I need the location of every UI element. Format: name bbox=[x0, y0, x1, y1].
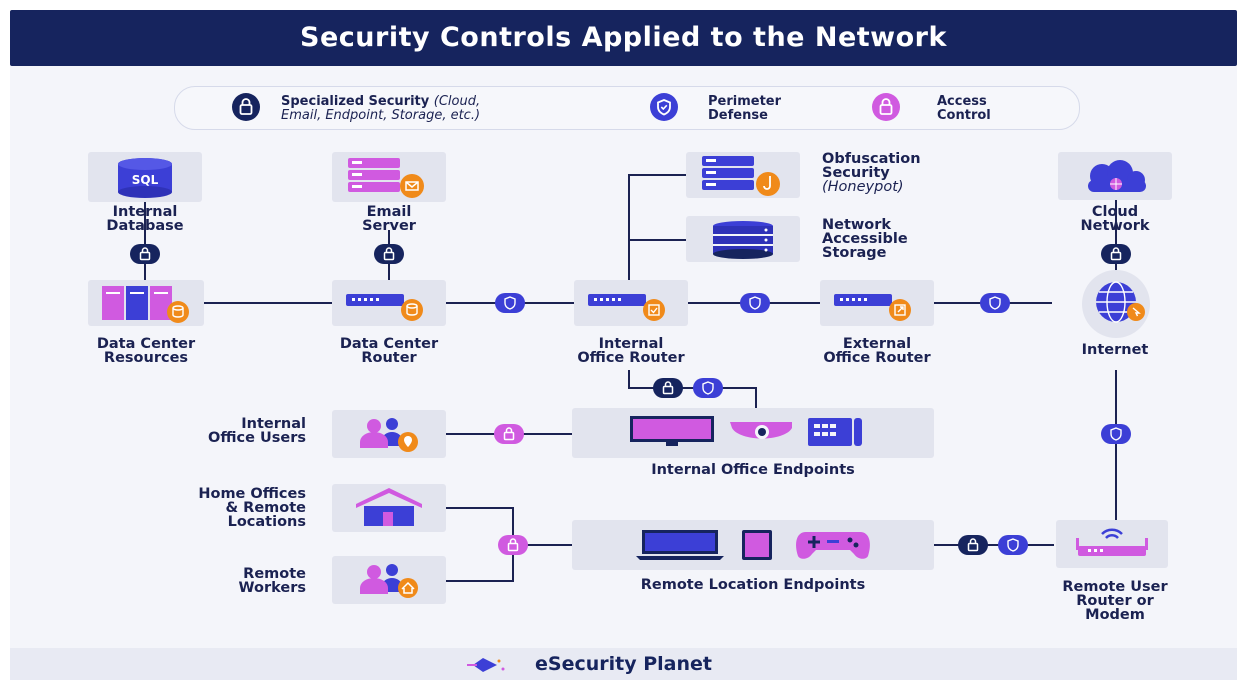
connector-router-down bbox=[628, 370, 630, 388]
page-title: Security Controls Applied to the Network bbox=[300, 22, 947, 53]
shield-badge-endpoints bbox=[693, 378, 723, 398]
shield-badge-internet-remote bbox=[1101, 424, 1131, 444]
legend bbox=[174, 86, 1080, 130]
shield-badge-internal-external bbox=[740, 293, 770, 313]
connector-home-bracket bbox=[446, 507, 514, 509]
lock-badge-remote-router bbox=[958, 535, 988, 555]
connector-router-trunk-up bbox=[628, 174, 630, 280]
connector-router-endpoints-h bbox=[628, 387, 756, 389]
title-bar: Security Controls Applied to the Network bbox=[10, 10, 1237, 66]
legend-perimeter-line1: Perimeter bbox=[708, 94, 782, 109]
office-users-icon bbox=[346, 412, 436, 460]
honeypot-server-icon bbox=[698, 154, 794, 202]
access-badge-office-users bbox=[494, 424, 524, 444]
esecurity-planet-logo-icon bbox=[463, 655, 513, 679]
internal-router-icon bbox=[586, 288, 682, 326]
house-icon bbox=[352, 486, 426, 532]
lock-badge-cloud bbox=[1101, 244, 1131, 264]
access-control-icon bbox=[872, 93, 900, 121]
email-server-icon bbox=[344, 156, 434, 204]
database-sql-icon: SQL bbox=[108, 156, 182, 202]
game-controller-icon bbox=[794, 530, 872, 564]
connector-internet-remote-router bbox=[1115, 370, 1117, 520]
laptop-icon bbox=[636, 528, 724, 566]
legend-perimeter-line2: Defense bbox=[708, 108, 768, 123]
shield-icon bbox=[650, 93, 678, 121]
dc-router-icon bbox=[344, 288, 440, 326]
shield-badge-dc-internal bbox=[495, 293, 525, 313]
tablet-icon bbox=[740, 528, 774, 566]
data-center-rack-icon bbox=[100, 282, 196, 328]
office-endpoints-label: Internal Office Endpoints bbox=[651, 462, 855, 478]
legend-access-line1: Access bbox=[937, 94, 987, 109]
remote-endpoints-label: Remote Location Endpoints bbox=[640, 577, 866, 593]
legend-specialized: Specialized Security (Cloud, bbox=[281, 94, 481, 109]
footer-brand: eSecurity Planet bbox=[535, 653, 712, 675]
access-badge-remote bbox=[498, 535, 528, 555]
connector-workers-bracket bbox=[446, 580, 514, 582]
desktop-monitor-icon bbox=[628, 414, 716, 452]
lock-icon bbox=[232, 93, 260, 121]
connector-router-endpoints-v bbox=[755, 387, 757, 409]
connector-to-storage bbox=[628, 239, 686, 241]
connector-cloud-internet bbox=[1115, 200, 1117, 278]
storage-stack-icon bbox=[710, 220, 776, 264]
cloud-icon bbox=[1074, 160, 1158, 198]
security-camera-icon bbox=[728, 418, 796, 452]
connector-resources-dcrouter bbox=[204, 302, 332, 304]
shield-badge-remote-router bbox=[998, 535, 1028, 555]
legend-specialized-detail: Email, Endpoint, Storage, etc.) bbox=[281, 108, 481, 123]
sql-text: SQL bbox=[132, 173, 159, 187]
legend-access-line2: Control bbox=[937, 108, 991, 123]
wifi-router-icon bbox=[1068, 524, 1156, 568]
remote-router-tile bbox=[1056, 520, 1168, 568]
connector-db-resources bbox=[144, 202, 146, 280]
lock-badge-endpoints bbox=[653, 378, 683, 398]
internet-globe-icon bbox=[1052, 268, 1180, 344]
remote-workers-icon bbox=[346, 558, 436, 606]
footer-bar: eSecurity Planet bbox=[10, 648, 1237, 680]
external-router-icon bbox=[832, 288, 928, 326]
shield-badge-external-internet bbox=[980, 293, 1010, 313]
connector-remote-endpoints-router bbox=[934, 544, 1054, 546]
desk-phone-icon bbox=[806, 414, 870, 454]
lock-badge-email bbox=[374, 244, 404, 264]
lock-badge-db bbox=[130, 244, 160, 264]
internet-label: Internet bbox=[1081, 342, 1149, 358]
connector-to-honeypot bbox=[628, 174, 686, 176]
connector-bracket-endpoints bbox=[512, 544, 572, 546]
